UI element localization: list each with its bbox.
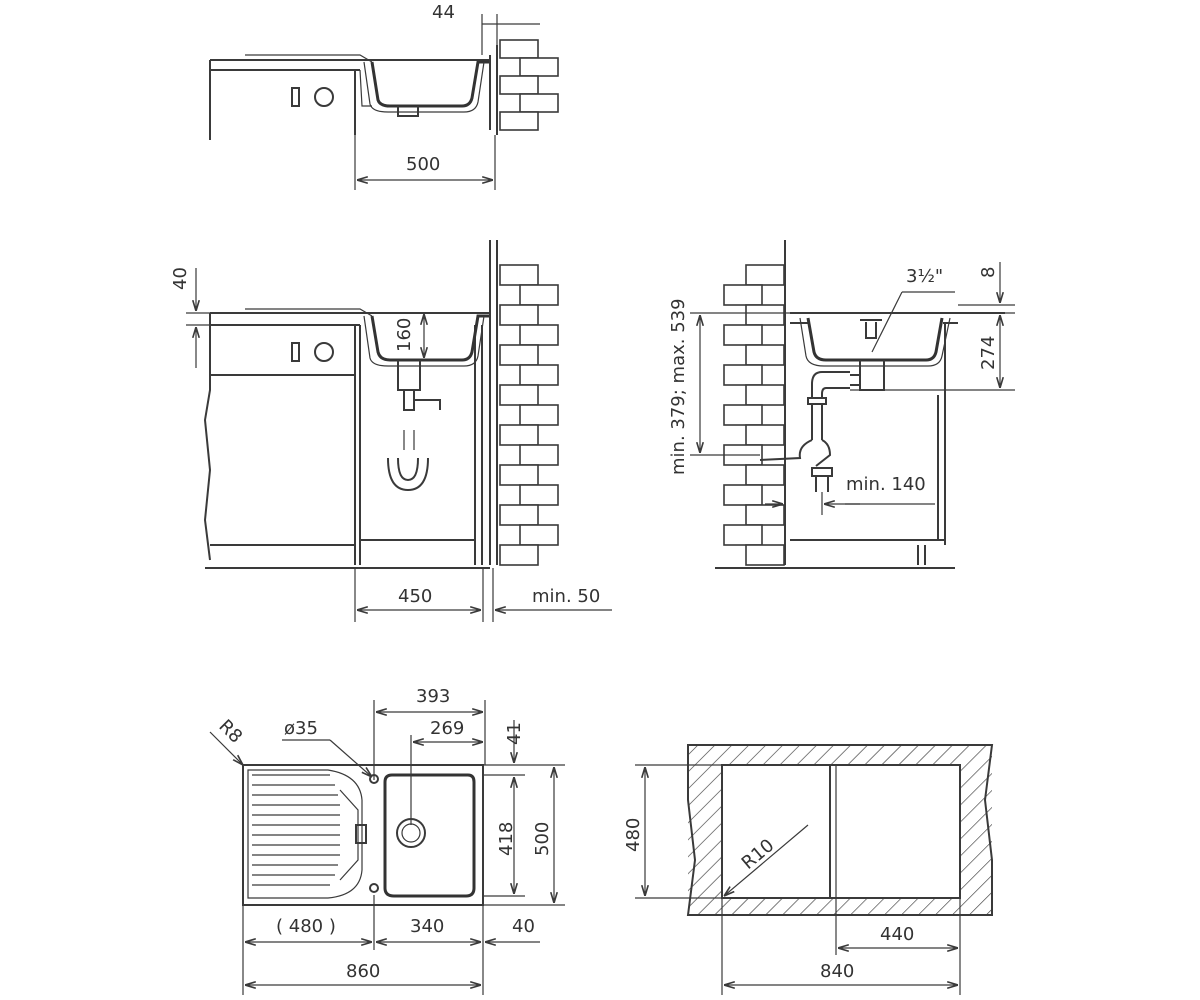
dim-269-label: 269	[430, 718, 464, 739]
sink-outline	[242, 764, 484, 906]
drainer-edge	[245, 308, 373, 317]
trap-bend-inner	[397, 457, 419, 482]
dim-418-label: 418	[496, 822, 517, 856]
dim-450-label: 450	[398, 586, 432, 607]
waste-branch	[850, 374, 860, 386]
dim-hole-label: ø35	[284, 718, 318, 739]
dim-393-label: 393	[416, 686, 450, 707]
dim-500v-label: 500	[532, 822, 553, 856]
dim-340-label: 340	[410, 916, 444, 937]
dim-480-label: ( 480 )	[276, 916, 336, 937]
middle-section-view: 40 160 450 min. 50	[170, 240, 612, 622]
dim-r8-label: R8	[214, 716, 246, 748]
drain-fitting	[397, 106, 419, 117]
counter-outline	[686, 744, 994, 916]
pipe-nut	[807, 397, 827, 405]
overflow-slot	[291, 87, 300, 107]
pipe	[359, 69, 372, 107]
overflow-knob	[314, 87, 334, 107]
trap-pipe	[403, 430, 415, 450]
dim-hole-leader	[329, 739, 372, 777]
dim-160-label: 160	[394, 318, 415, 352]
waste-pipe	[403, 390, 415, 411]
drainer-ribs	[247, 769, 363, 899]
dim-thread-leader	[871, 291, 903, 353]
dim-44-label: 44	[432, 2, 455, 23]
trap-bend	[759, 439, 832, 467]
middle-wall-bricks	[499, 264, 559, 566]
bowl-profile	[370, 314, 490, 362]
trap-bend	[387, 457, 429, 492]
cabinet-left-break	[203, 313, 212, 561]
bowl-outer	[363, 315, 485, 367]
cutout-view: 480 R10 440 840	[623, 744, 994, 995]
dim-440-label: 440	[880, 924, 914, 945]
trap-bottom	[815, 476, 829, 492]
dim-840-label: 840	[820, 961, 854, 982]
overflow-knob	[314, 342, 334, 362]
side-section-view: min. 379; max. 539 3½" 8 274 min. 140	[668, 240, 1015, 569]
dim-min140-label: min. 140	[846, 474, 926, 495]
top-wall-bricks	[499, 39, 559, 131]
dim-8-label: 8	[978, 267, 999, 278]
vertical-pipe	[811, 404, 823, 440]
side-wall-bricks	[723, 264, 785, 566]
waste-outlet	[397, 360, 421, 391]
trap-nut	[811, 467, 833, 477]
bowl-profile	[806, 317, 944, 362]
overflow-slot	[355, 824, 367, 844]
top-section-view: 44 500	[209, 2, 559, 190]
bowl-outer	[363, 61, 485, 113]
cabinet-foot	[917, 545, 926, 565]
dim-height-label: min. 379; max. 539	[668, 298, 689, 475]
dim-40-label: 40	[170, 267, 191, 290]
dim-r8-leader	[209, 731, 243, 765]
tap-hole-2	[369, 883, 379, 893]
bowl-outline	[383, 773, 476, 898]
dim-40b-label: 40	[512, 916, 535, 937]
dim-274-label: 274	[978, 336, 999, 370]
plan-view: R8 ø35 393 269 41 418 500 ( 480 )	[209, 686, 565, 995]
dim-41-label: 41	[504, 722, 525, 745]
drain-inner	[401, 823, 421, 843]
outlet-pipe	[811, 371, 850, 398]
dim-r10-leader	[724, 824, 809, 896]
drainer-edge	[245, 54, 373, 63]
bowl-profile	[370, 60, 490, 108]
cutout-opening	[721, 764, 961, 899]
dim-thread-label: 3½"	[906, 266, 943, 287]
waste-branch	[414, 399, 441, 410]
dim-500-label: 500	[406, 154, 440, 175]
bowl-outer	[799, 317, 951, 367]
strainer	[860, 319, 882, 339]
overflow-slot	[291, 342, 300, 362]
dim-860-label: 860	[346, 961, 380, 982]
dim-480c-label: 480	[623, 818, 644, 852]
waste-body	[859, 360, 885, 391]
dim-min50-label: min. 50	[532, 586, 600, 607]
